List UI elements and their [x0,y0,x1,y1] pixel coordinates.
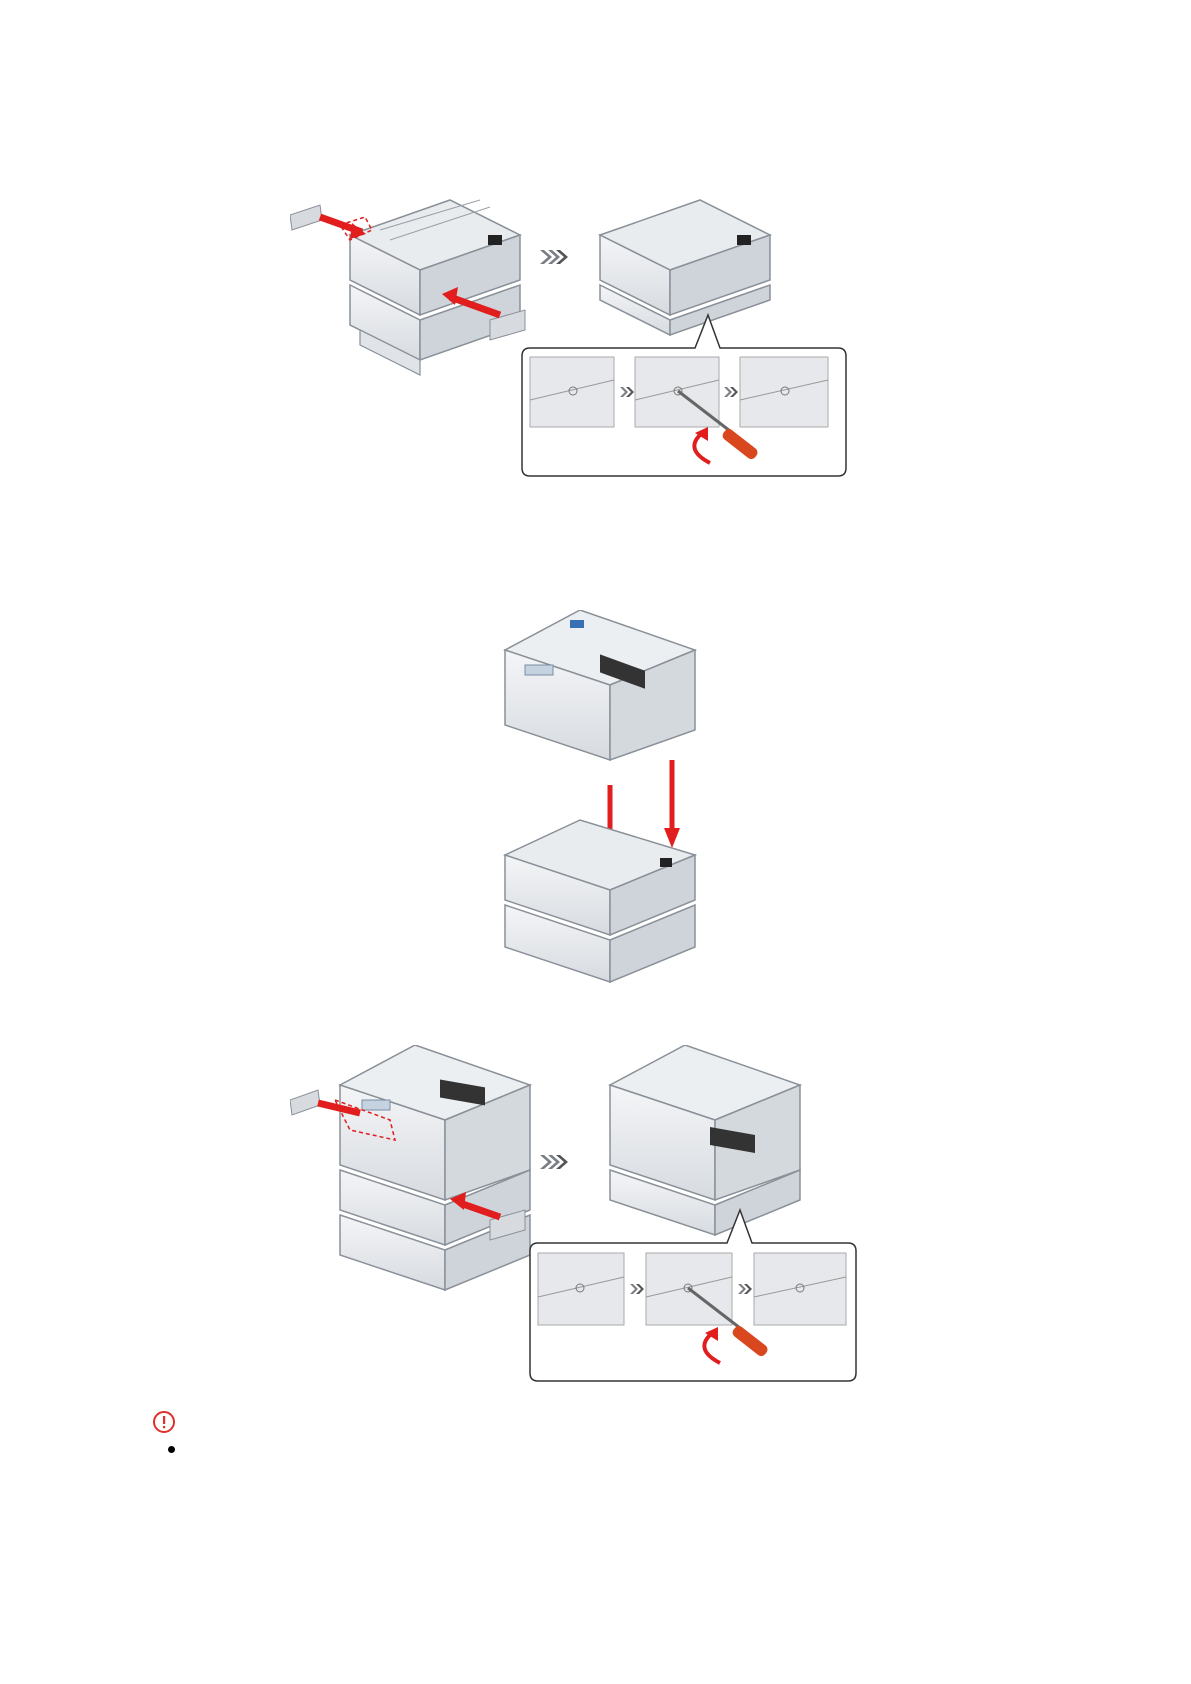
detail-panel-screw-done [754,1253,846,1325]
figure-lower-printer-onto-tray-units [500,610,700,990]
printer-body [505,610,695,760]
detail-panel-screw-done [740,357,828,427]
figure-attach-side-covers-on-stacked-trays [290,195,910,505]
printer-on-trays-left [340,1045,530,1290]
printer-on-trays-right [610,1045,800,1235]
stacked-tray-units-right [600,200,770,335]
stacked-tray-units [505,820,695,982]
detail-callout [522,315,846,476]
caution-icon [152,1410,176,1434]
figure-attach-side-cover-on-printer-with-trays [290,1045,910,1395]
detail-panel-screw-closed [530,357,614,427]
detail-callout [530,1210,856,1381]
list-bullet [168,1446,175,1453]
stacked-tray-units-left [350,200,520,375]
detail-panel-screw-tightening [635,357,719,427]
side-cover-part [290,1090,320,1115]
side-cover-part [290,205,322,230]
detail-panel-screw-closed [538,1253,624,1325]
next-step-chevron-icon [540,250,568,264]
next-step-chevron-icon [540,1155,568,1169]
